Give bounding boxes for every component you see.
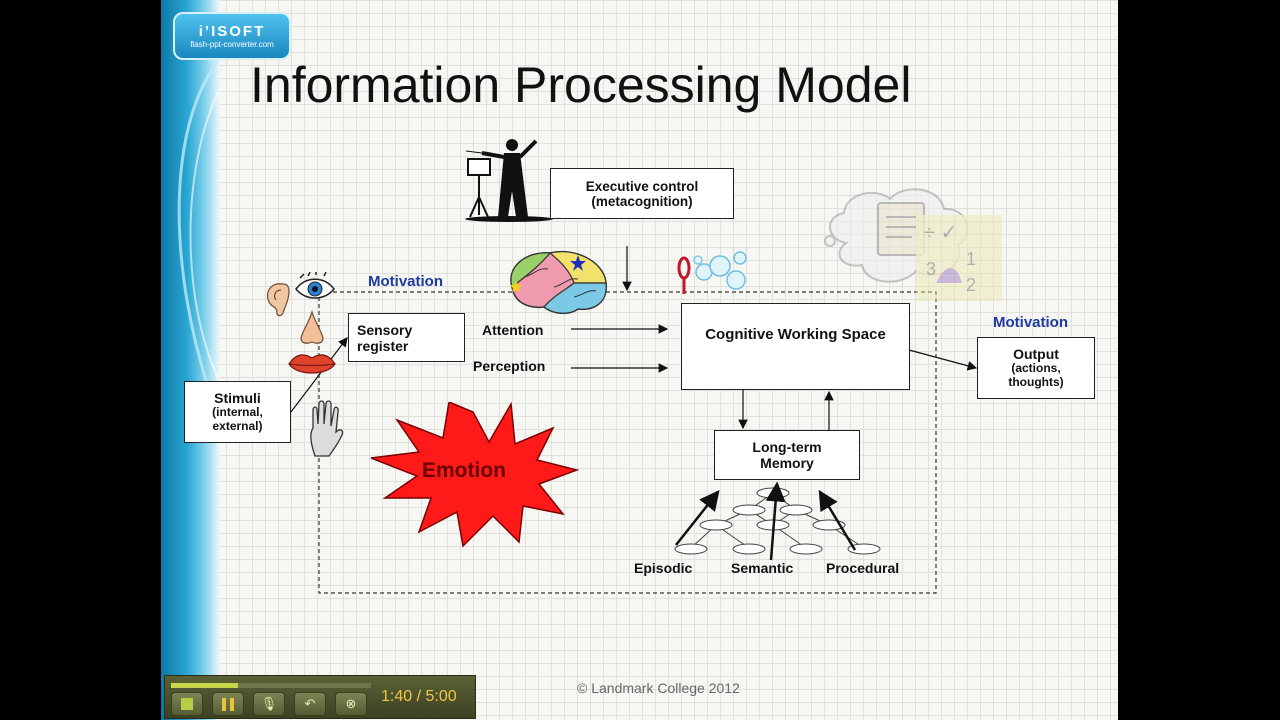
undo-button[interactable]: ↶: [294, 692, 326, 716]
bubbles-icon: [677, 251, 747, 294]
sensory-register-line1: Sensory: [357, 321, 413, 338]
output-title: Output: [1013, 346, 1059, 363]
sidebar-swoosh-icon: [177, 59, 221, 421]
lips-icon: [288, 354, 336, 374]
perception-label: Perception: [473, 358, 546, 374]
stop-button[interactable]: [171, 692, 203, 716]
diagram-connectors: [290, 246, 978, 594]
cognitive-working-space-label: Cognitive Working Space: [705, 326, 886, 343]
emotion-burst: Emotion: [370, 402, 579, 548]
sensory-register-box: Sensory register: [348, 313, 465, 362]
svg-text:2: 2: [966, 275, 976, 295]
stimuli-box: Stimuli (internal, external): [184, 381, 291, 443]
svg-text:3: 3: [926, 259, 936, 279]
slide: i’ISOFT flash-ppt-converter.com Informat…: [161, 0, 1118, 720]
stimuli-title: Stimuli: [214, 390, 261, 407]
undo-icon: ↶: [304, 696, 316, 711]
memory-type-procedural: Procedural: [826, 560, 900, 576]
logo-tagline: flash-ppt-converter.com: [190, 40, 274, 49]
page-title: Information Processing Model: [250, 57, 912, 113]
svg-text:÷ ✓: ÷ ✓: [924, 222, 957, 244]
microphone-button[interactable]: 🎙: [253, 692, 285, 716]
stimuli-line3: external): [212, 419, 263, 434]
output-line3: thoughts): [1008, 375, 1064, 390]
executive-control-line2: (metacognition): [591, 193, 693, 209]
output-box: Output (actions, thoughts): [977, 337, 1095, 399]
pause-button[interactable]: [212, 692, 244, 716]
playback-bar: 🎙 ↶ ⊗ 1:40 / 5:00: [164, 675, 476, 719]
pause-icon: [222, 697, 234, 711]
svg-text:1: 1: [966, 249, 976, 269]
copyright-text: © Landmark College 2012: [577, 680, 740, 696]
isoft-logo: i’ISOFT flash-ppt-converter.com: [173, 12, 291, 60]
motivation-label-top: Motivation: [368, 273, 443, 290]
progress-fill: [171, 683, 238, 688]
output-line2: (actions,: [1011, 361, 1061, 376]
close-icon: ⊗: [345, 696, 357, 711]
sensory-register-line2: register: [357, 337, 409, 354]
hand-icon: [310, 400, 344, 457]
motivation-label-right: Motivation: [993, 314, 1068, 331]
long-term-memory-line2: Memory: [760, 455, 814, 471]
cognitive-working-space-box: Cognitive Working Space: [681, 303, 910, 390]
memory-network-icon: [674, 487, 881, 555]
executive-control-line1: Executive control: [585, 178, 699, 194]
emotion-label: Emotion: [422, 459, 506, 482]
nose-icon: [300, 310, 324, 344]
close-button[interactable]: ⊗: [335, 692, 367, 716]
stimuli-line2: (internal,: [212, 405, 263, 420]
executive-control-box: Executive control (metacognition): [550, 168, 734, 219]
stop-icon: [181, 698, 193, 710]
progress-track[interactable]: [171, 683, 371, 688]
brain-icon: [510, 250, 607, 314]
thought-cloud-icon: ÷ ✓ 1 2 3: [824, 188, 1002, 301]
conductor-icon: [465, 139, 553, 222]
long-term-memory-box: Long-term Memory: [714, 430, 860, 480]
microphone-icon: 🎙: [260, 696, 278, 711]
long-term-memory-line1: Long-term: [752, 439, 822, 455]
logo-brand: i’ISOFT: [198, 23, 266, 40]
memory-type-semantic: Semantic: [731, 560, 794, 576]
playback-time: 1:40 / 5:00: [381, 688, 457, 705]
attention-label: Attention: [482, 322, 544, 338]
ear-icon: [266, 283, 290, 317]
decorative-sidebar: [161, 0, 221, 720]
memory-type-episodic: Episodic: [634, 560, 693, 576]
eye-icon: [295, 272, 335, 299]
